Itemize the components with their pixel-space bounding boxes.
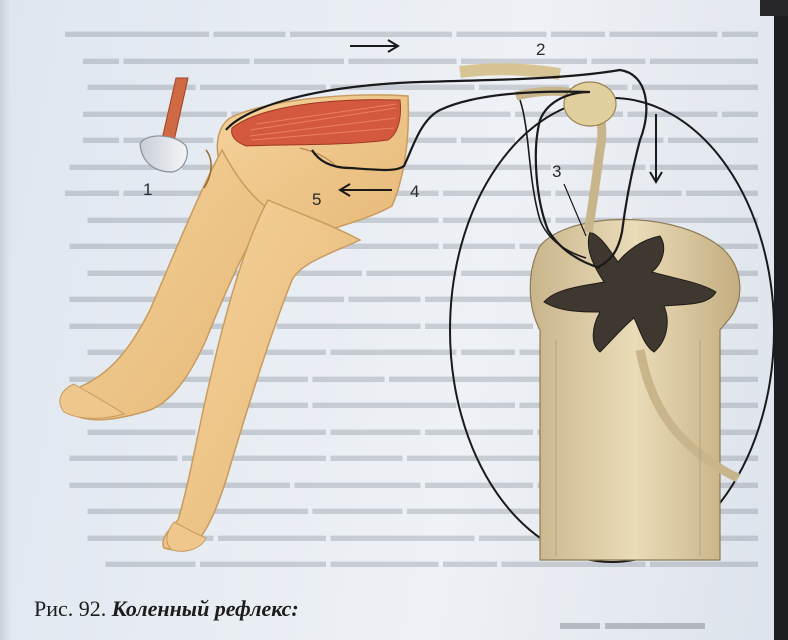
arrow-right-icon bbox=[350, 40, 398, 52]
spinal-nerve bbox=[460, 69, 560, 74]
label-1: 1 bbox=[143, 180, 152, 200]
reflex-hammer bbox=[140, 78, 188, 172]
figure-caption: Рис. 92. Коленный рефлекс: bbox=[34, 596, 299, 622]
hammer-head bbox=[140, 136, 187, 172]
leg bbox=[60, 95, 408, 551]
label-5: 5 bbox=[312, 190, 321, 210]
caption-continuation-blur: ▬▬ ▬▬▬▬▬ ▬▬▬▬ bbox=[560, 612, 760, 636]
spinal-ganglion bbox=[564, 82, 616, 126]
spinal-cord-section bbox=[450, 69, 774, 562]
label-3: 3 bbox=[552, 162, 561, 182]
arrow-down-icon bbox=[650, 114, 662, 182]
label-4: 4 bbox=[410, 182, 419, 202]
caption-title: Коленный рефлекс: bbox=[112, 596, 299, 621]
label-2: 2 bbox=[536, 40, 545, 60]
caption-number: Рис. 92. bbox=[34, 596, 106, 621]
